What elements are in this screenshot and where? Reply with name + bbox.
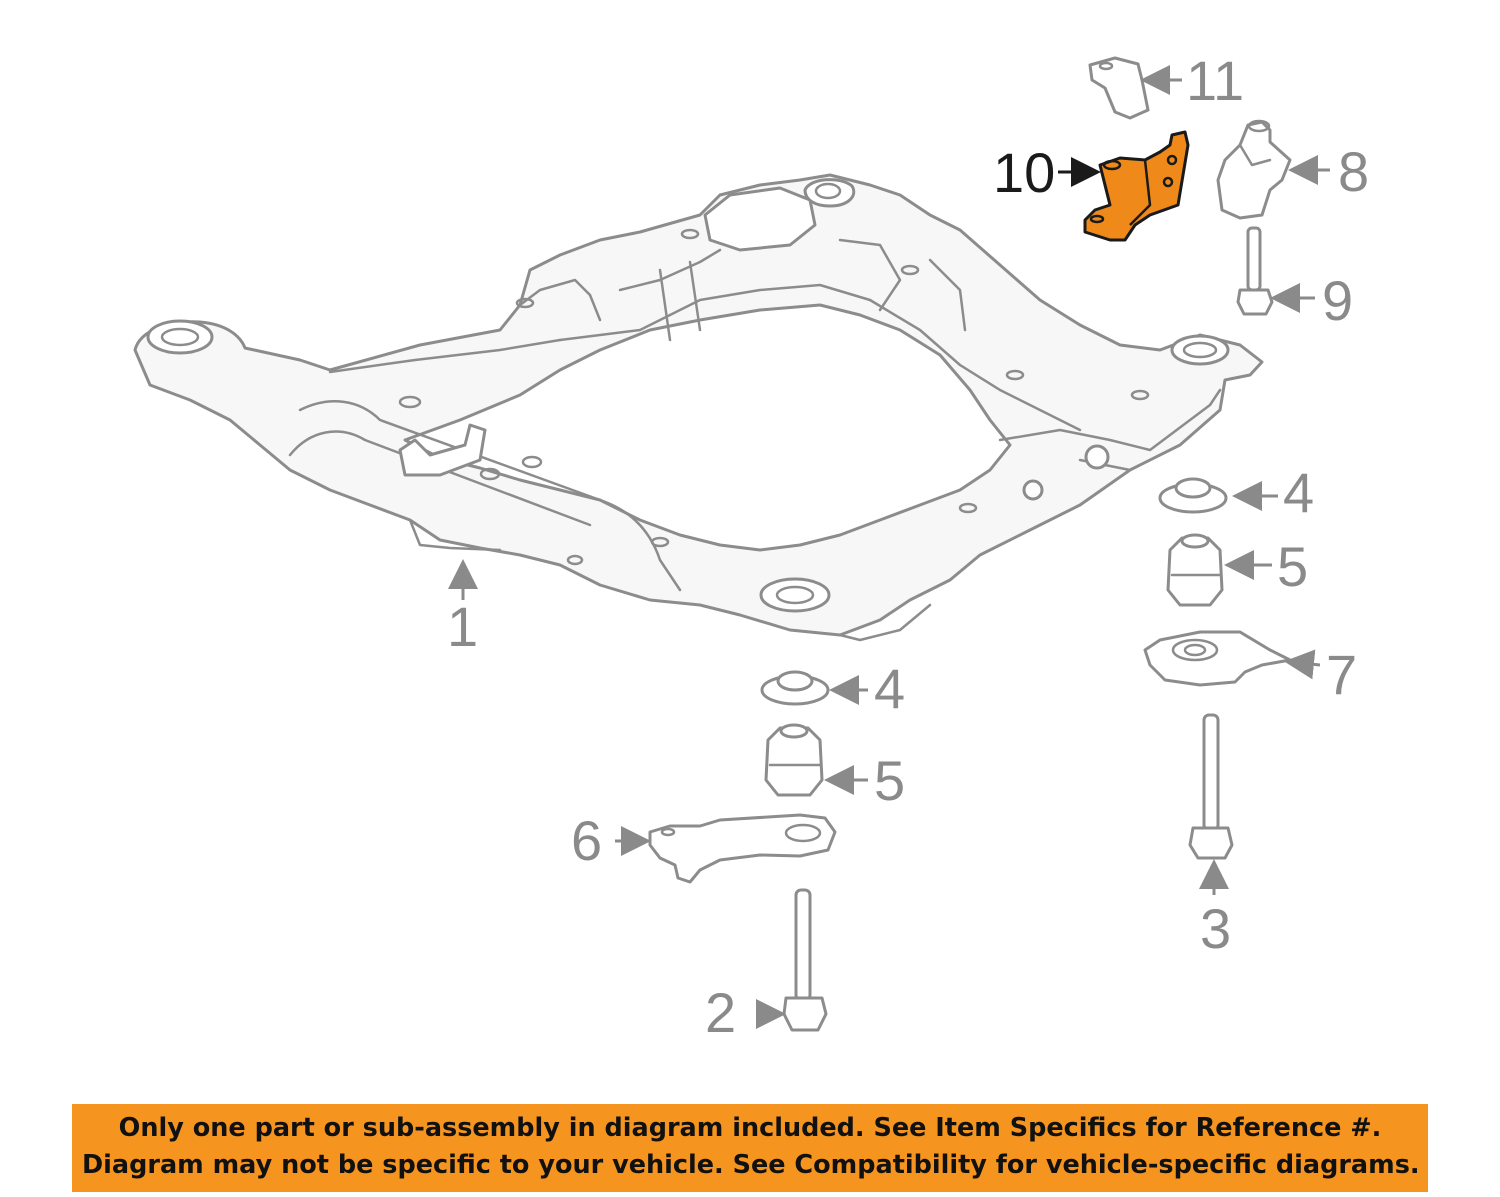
plate-7-part — [1143, 630, 1292, 687]
callout-3: 3 — [1200, 897, 1231, 960]
disclaimer-line-1: Only one part or sub-assembly in diagram… — [118, 1113, 1382, 1143]
bolt-9-part — [1236, 226, 1274, 316]
bolt-2-part — [782, 888, 828, 1032]
callout-8: 8 — [1338, 140, 1369, 203]
callout-5-center: 5 — [874, 749, 905, 812]
callout-5-right: 5 — [1277, 535, 1308, 598]
callout-4-right: 4 — [1283, 461, 1314, 524]
mount-8-part — [1216, 119, 1292, 220]
bolt-3-part — [1188, 713, 1234, 860]
callout-4-center: 4 — [874, 657, 905, 720]
parts-diagram: 1 2 3 4 4 5 5 6 7 8 9 10 11 — [133, 49, 1369, 1044]
disclaimer-banner: Only one part or sub-assembly in diagram… — [72, 1104, 1428, 1192]
callout-9: 9 — [1322, 269, 1353, 332]
callout-11: 11 — [1186, 49, 1244, 112]
washer-4-center-part — [760, 670, 830, 706]
callout-2: 2 — [705, 981, 736, 1044]
callout-6: 6 — [571, 809, 602, 872]
callout-1: 1 — [447, 595, 478, 658]
bracket-11-part — [1088, 56, 1150, 120]
washer-4-right-part — [1158, 477, 1228, 514]
subframe-part — [133, 173, 1264, 642]
bushing-5-right-part — [1166, 533, 1224, 607]
leader-lines — [448, 65, 1330, 1029]
mount-bracket-10-highlighted — [1083, 130, 1190, 242]
callout-7: 7 — [1326, 643, 1357, 706]
callout-10-highlighted: 10 — [993, 141, 1055, 204]
bushing-5-center-part — [764, 723, 824, 797]
disclaimer-line-2: Diagram may not be specific to your vehi… — [82, 1150, 1420, 1180]
bracket-6-part — [648, 813, 837, 884]
